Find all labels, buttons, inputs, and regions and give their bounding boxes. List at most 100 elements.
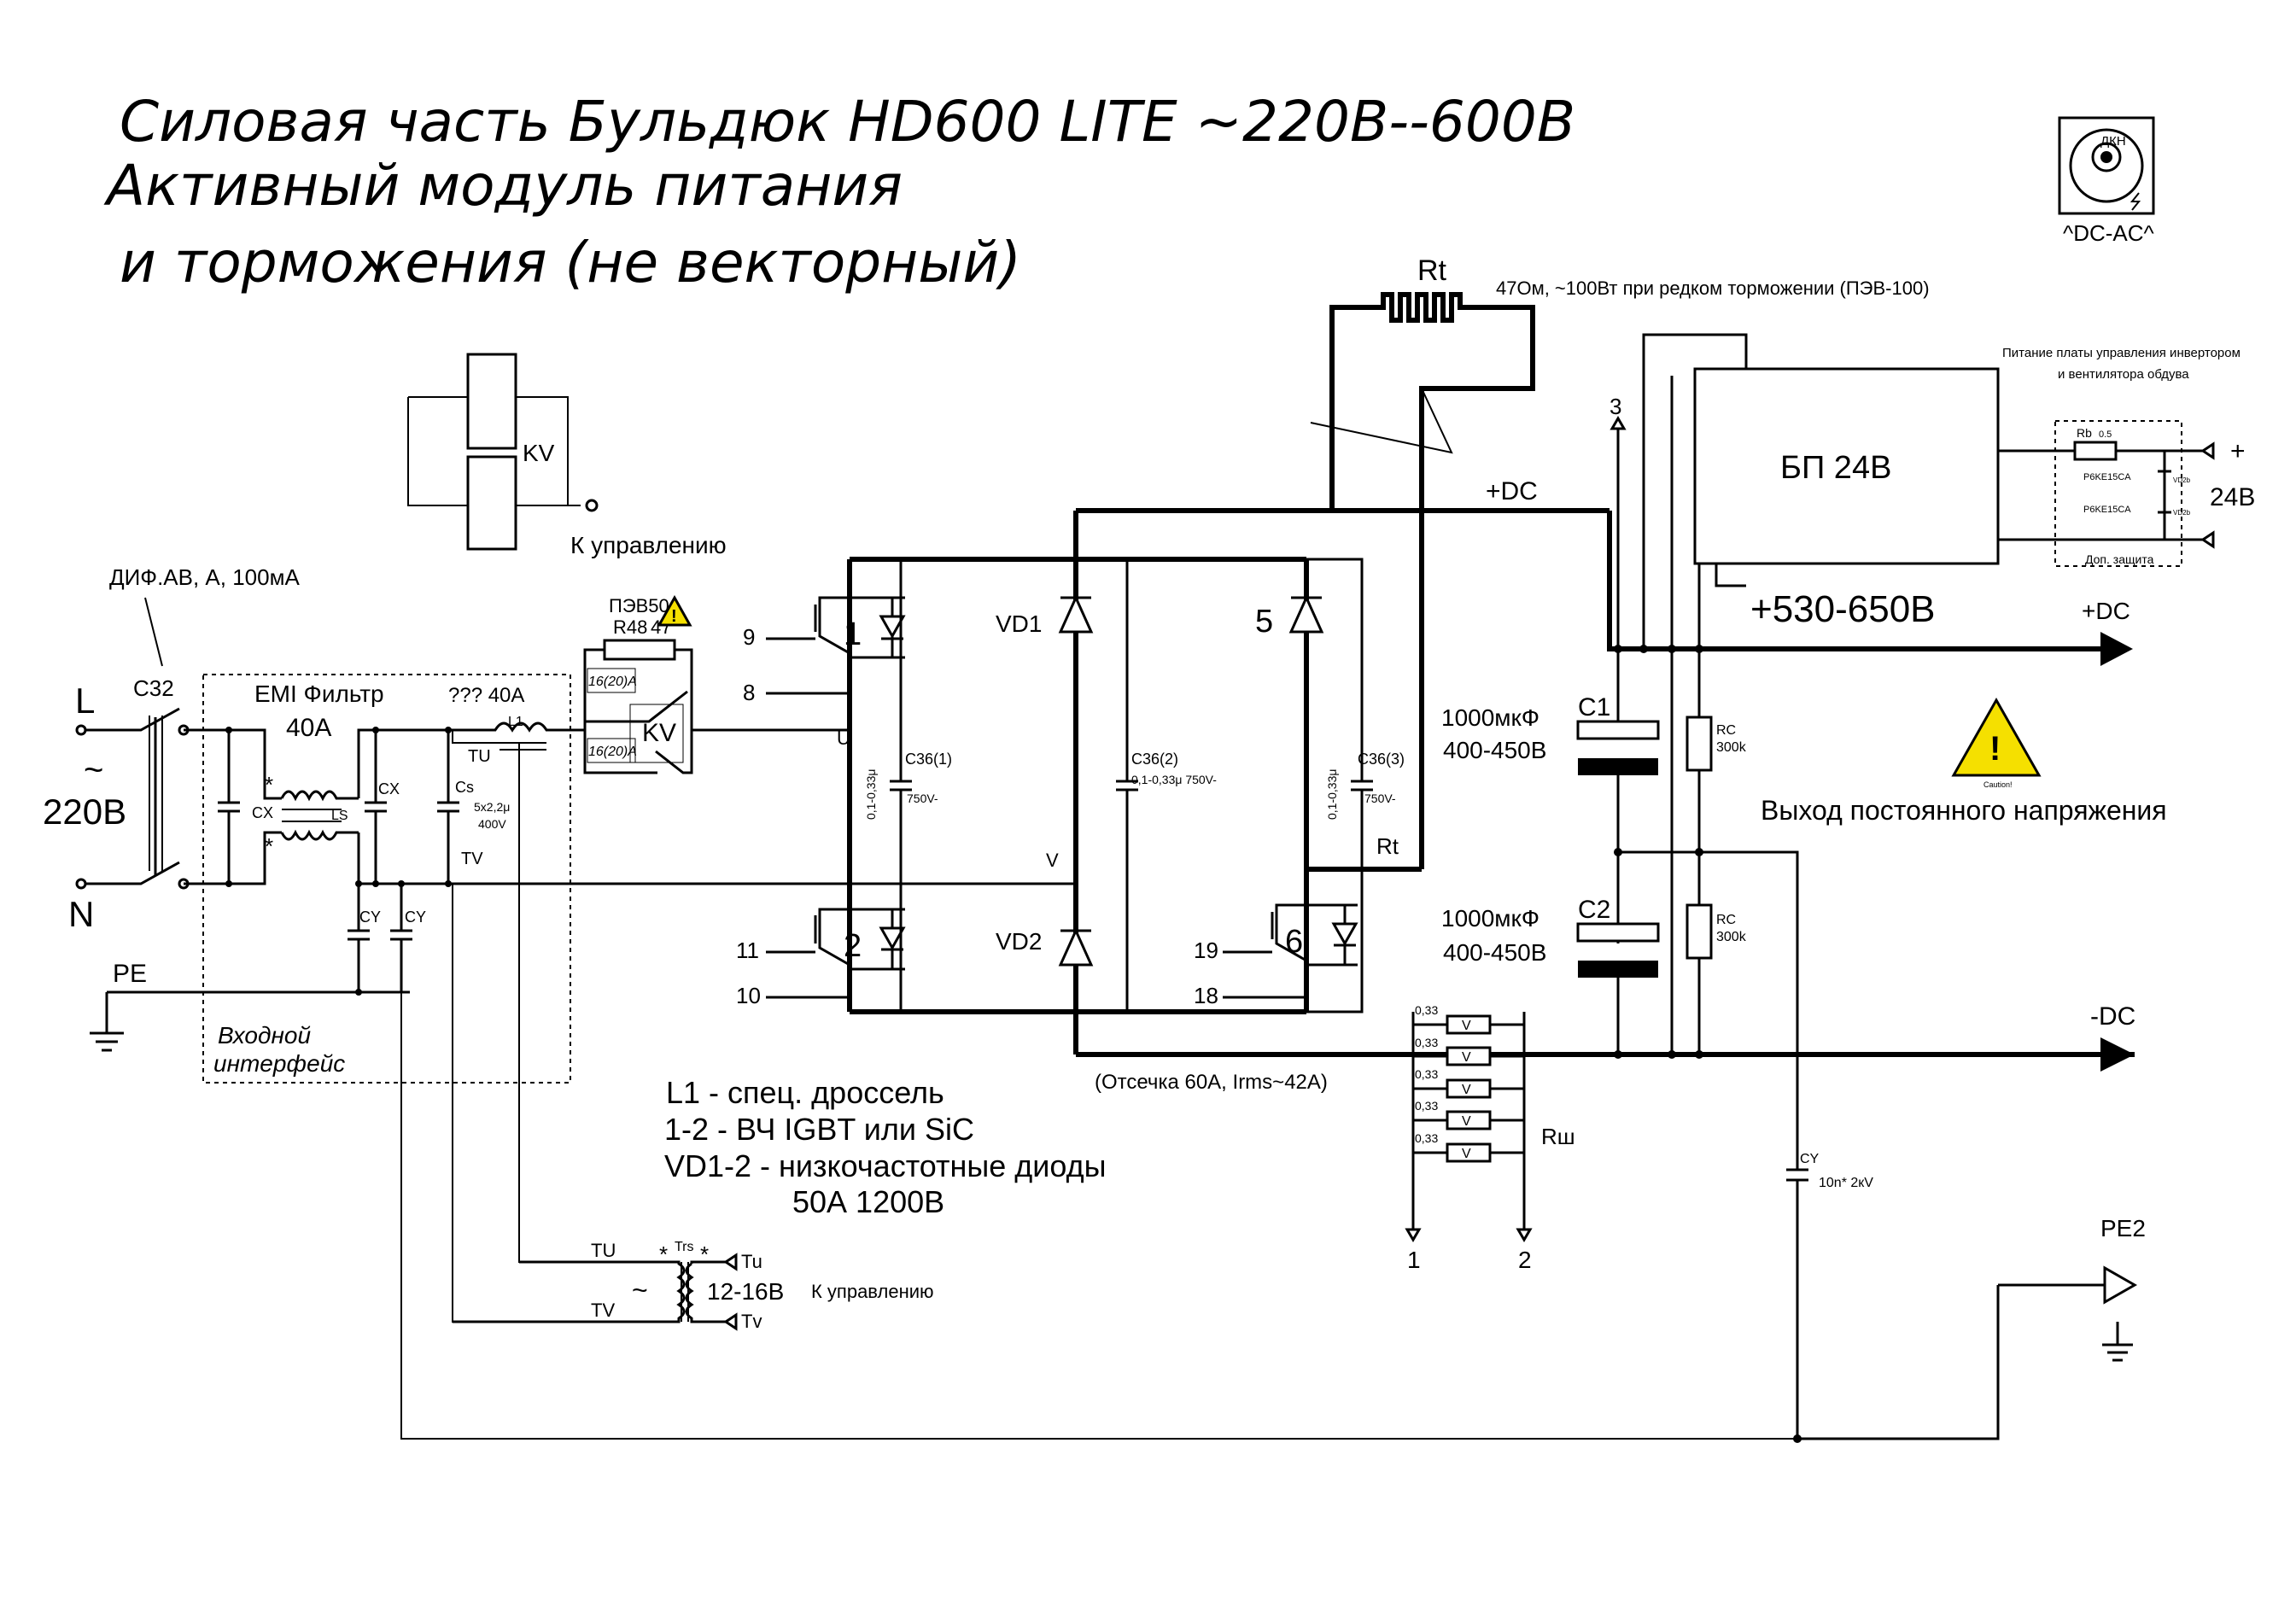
shunt-v-2: V (1462, 1050, 1471, 1065)
pin-11: 11 (736, 938, 759, 963)
shunt-val-1: 0,33 (1415, 1003, 1438, 1017)
ground-icon (90, 992, 124, 1052)
pev-label: ПЭВ50 (609, 595, 669, 616)
shunt-pin-2: 2 (1518, 1247, 1532, 1273)
q5-label: 5 (1255, 604, 1273, 640)
logo-letters: ДКН (2100, 134, 2126, 149)
shunt-val-2: 0,33 (1415, 1036, 1438, 1049)
igbt-q2: 2 (814, 908, 906, 971)
title-line-3: и торможения (не векторный) (120, 230, 1021, 295)
emi-current: 40А (286, 714, 331, 742)
shunt-resistors (1411, 1012, 1526, 1163)
trs-label: Trs (675, 1240, 694, 1254)
trs-tv-out: Tv (741, 1311, 762, 1332)
dc-ac-logo: ДКН ^DC-AC^ (2058, 116, 2155, 246)
input-interface-region (202, 674, 571, 1084)
l1-current: ??? 40А (448, 684, 524, 707)
trs-sine-icon: ~ (632, 1275, 648, 1306)
rc1-resistor (1685, 716, 1713, 772)
cy-out-label: CY (1800, 1152, 1820, 1166)
q2-label: 2 (844, 928, 862, 964)
tu-label: TU (468, 747, 491, 766)
c1-plate-bottom (1578, 758, 1658, 775)
label-pe: PE (113, 960, 147, 988)
warning-mark: ! (671, 607, 677, 626)
ls-coil-bottom (280, 829, 359, 841)
r48-label: R48 (613, 616, 647, 638)
q1-label: 1 (844, 616, 862, 652)
q6-label: 6 (1285, 924, 1303, 960)
l1-label: L1 (508, 715, 523, 729)
cy2-label: CY (405, 908, 426, 926)
c36-2-val: 0,1-0,33μ 750V- (1131, 773, 1217, 786)
shunt-v-3: V (1462, 1083, 1471, 1097)
trs-tv-label: TV (591, 1300, 615, 1321)
contact-box-1 (587, 668, 636, 693)
contact-label-1: 16(20)А (588, 675, 637, 689)
logo-caption: ^DC-AC^ (2063, 220, 2155, 246)
c36-3-side: 0,1-0,33μ (1325, 769, 1339, 820)
cx1-label: CX (252, 804, 273, 821)
psu-24v: 24В (2210, 483, 2255, 511)
psu-24v-box (1693, 367, 2000, 565)
dot-marker-1: * (265, 772, 273, 797)
pin-18: 18 (1194, 983, 1218, 1008)
vd-2-label: VD2b (2173, 509, 2191, 517)
tvs-1-label: P6KE15CA (2083, 472, 2131, 482)
breaker-note: ДИФ.АВ, А, 100мА (109, 564, 300, 590)
note-line-3: VD1-2 - низкочастотные диоды (664, 1148, 1107, 1183)
contact-box-2 (587, 738, 636, 763)
plus-dc-out-label: +DC (2082, 598, 2130, 624)
c2-plate-top (1576, 922, 1660, 943)
trs-primary (453, 1260, 686, 1323)
shunt-v-4: V (1462, 1114, 1471, 1129)
shunt-v-5: V (1462, 1147, 1471, 1161)
rb-val: 0.5 (2099, 429, 2112, 440)
rc2-resistor (1685, 903, 1713, 960)
title-line-1: Силовая часть Бульдюк HD600 LITE ~220В--… (120, 89, 1575, 155)
c36-3-label: С36(3) (1358, 751, 1405, 768)
pin-8: 8 (743, 680, 755, 705)
cs-val1: 5х2,2μ (474, 800, 510, 814)
ac-sine-icon: ~ (84, 751, 103, 789)
c36-1-side: 0,1-0,33μ (864, 769, 878, 820)
pe2-ground-icon (2102, 1322, 2133, 1362)
igbt-q6: 6 (1271, 903, 1358, 967)
brake-note: 47Ом, ~100Вт при редком торможении (ПЭВ-… (1496, 277, 1930, 299)
pin-3: 3 (1610, 394, 1621, 419)
c2-val: 1000мкФ (1441, 905, 1539, 932)
cs-label: Cs (455, 779, 474, 796)
shunt-val-4: 0,33 (1415, 1099, 1438, 1113)
trs-tu-label: TU (591, 1240, 616, 1261)
title-line-2: Активный модуль питания (103, 153, 903, 219)
cy-out-val: 10n* 2кV (1819, 1176, 1873, 1190)
plus-dc-label: +DC (1486, 477, 1538, 505)
c36-2-label: С36(2) (1131, 751, 1178, 768)
region-label-1: Входной (218, 1022, 311, 1049)
rb-label: Rb (2077, 426, 2092, 440)
c1-plate-top (1576, 720, 1660, 740)
rc2-label: RC (1716, 913, 1736, 927)
shunt-val-5: 0,33 (1415, 1131, 1438, 1145)
kv-contact-box (629, 704, 684, 763)
trs-tu-out: Tu (741, 1251, 762, 1272)
c1-rating: 400-450В (1443, 737, 1546, 763)
shunt-pin-1: 1 (1407, 1247, 1421, 1273)
c2-plate-bottom (1578, 961, 1658, 978)
c1-val: 1000мкФ (1441, 704, 1539, 731)
breaker-pointer (144, 597, 163, 667)
tv-label: TV (461, 850, 483, 868)
kv-control: К управлению (570, 532, 727, 558)
psu-plus: + (2230, 437, 2246, 465)
rc2-val: 300k (1716, 930, 1747, 944)
vd1-label: VD1 (996, 610, 1042, 637)
shunt-label: Rш (1541, 1124, 1575, 1149)
warning-icon (657, 594, 692, 627)
ls-label: LS (331, 809, 348, 823)
igbt-q1: 1 (814, 596, 906, 659)
trs-control: К управлению (811, 1281, 934, 1302)
caution-label: Caution! (1983, 780, 2013, 789)
v-label: V (1046, 850, 1059, 871)
kv-coil-top (466, 353, 517, 450)
